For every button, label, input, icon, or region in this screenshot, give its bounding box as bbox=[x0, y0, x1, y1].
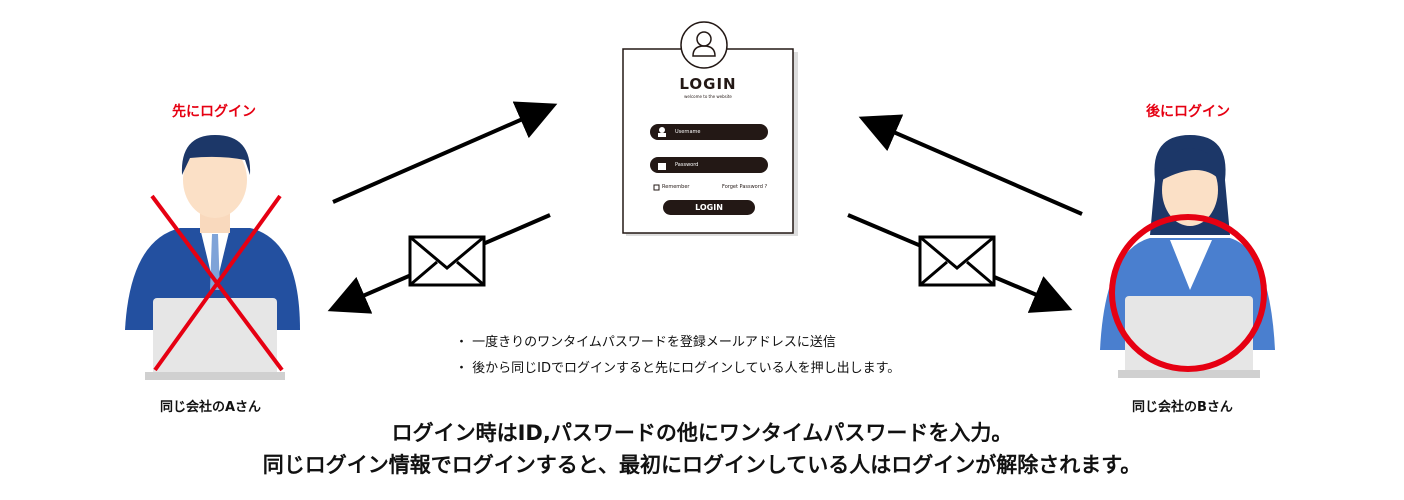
arrow-a-to-login bbox=[332, 101, 558, 204]
arrow-b-to-login bbox=[858, 114, 1083, 216]
lock-icon bbox=[658, 163, 666, 170]
login-button-label[interactable]: LOGIN bbox=[695, 203, 723, 212]
username-field bbox=[650, 124, 768, 140]
person-a-caption: 同じ会社のAさん bbox=[160, 400, 262, 415]
username-placeholder[interactable]: Username bbox=[675, 129, 701, 135]
summary-line-2: 同じログイン情報でログインすると、最初にログインしている人はログインが解除されま… bbox=[262, 453, 1142, 477]
user-avatar-icon bbox=[680, 21, 728, 69]
right-status-label: 後にログイン bbox=[1146, 104, 1230, 120]
password-placeholder[interactable]: Password bbox=[675, 162, 699, 168]
note-item: ・ 後から同じIDでログインすると先にログインしている人を押し出します。 bbox=[455, 361, 901, 376]
remember-checkbox bbox=[653, 184, 660, 191]
notes-list: ・ 一度きりのワンタイムパスワードを登録メールアドレスに送信 ・ 後から同じID… bbox=[455, 330, 900, 382]
login-button bbox=[663, 200, 755, 215]
forgot-password-link[interactable]: Forget Password ? bbox=[722, 184, 768, 190]
remember-label: Remember bbox=[662, 184, 690, 190]
left-status-label: 先にログイン bbox=[172, 104, 256, 120]
summary-line-1: ログイン時はID,パスワードの他にワンタイムパスワードを入力。 bbox=[391, 421, 1013, 445]
login-title: LOGIN bbox=[679, 75, 737, 93]
login-subtitle: welcome to the website bbox=[684, 94, 732, 99]
person-b-caption: 同じ会社のBさん bbox=[1132, 400, 1233, 415]
envelope-icon-left bbox=[408, 235, 486, 287]
envelope-icon-right bbox=[918, 235, 996, 287]
person-a-illustration bbox=[125, 135, 300, 380]
login-card bbox=[622, 21, 798, 236]
password-field bbox=[650, 157, 768, 173]
person-b-illustration bbox=[1100, 135, 1275, 378]
note-item: ・ 一度きりのワンタイムパスワードを登録メールアドレスに送信 bbox=[455, 335, 836, 350]
